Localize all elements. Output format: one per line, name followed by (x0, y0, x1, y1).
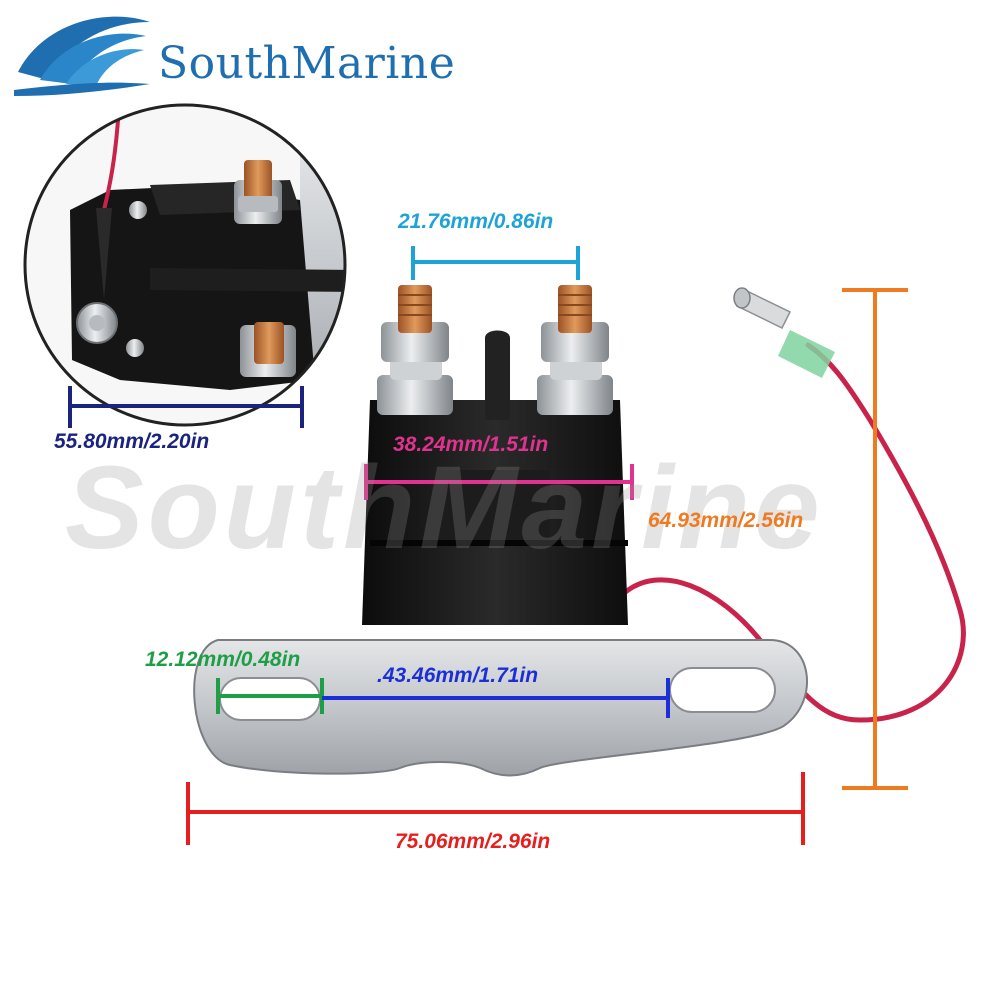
total-height-label: 64.93mm/2.56in (648, 509, 804, 532)
inset-detail (23, 103, 347, 427)
bracket-length-label: 75.06mm/2.96in (395, 830, 551, 853)
solenoid (193, 285, 966, 777)
body-width-label: 38.24mm/1.51in (393, 433, 549, 456)
terminal-spacing-label: 21.76mm/0.86in (398, 210, 554, 233)
mounting-bracket (193, 639, 808, 777)
watermark: SouthMarine (65, 442, 824, 574)
brand-logo-icon (14, 16, 150, 96)
wire (619, 342, 966, 723)
dimension-line-hole-spacing (322, 678, 670, 718)
dimension-line-terminal-spacing (411, 246, 580, 280)
terminal-left (377, 285, 453, 415)
inset-width-label: 55.80mm/2.20in (54, 430, 210, 453)
brand-name: SouthMarine (158, 38, 456, 89)
wire-connector (733, 287, 835, 378)
dimension-line-total-height (842, 288, 908, 790)
dimension-line-bracket-length (186, 772, 805, 845)
dimension-line-body-width (364, 464, 634, 500)
dimension-line-inset-width (68, 386, 304, 428)
slot-width-label: 12.12mm/0.48in (145, 648, 301, 671)
terminal-right (537, 285, 613, 415)
hole-spacing-label: .43.46mm/1.71in (377, 664, 539, 687)
